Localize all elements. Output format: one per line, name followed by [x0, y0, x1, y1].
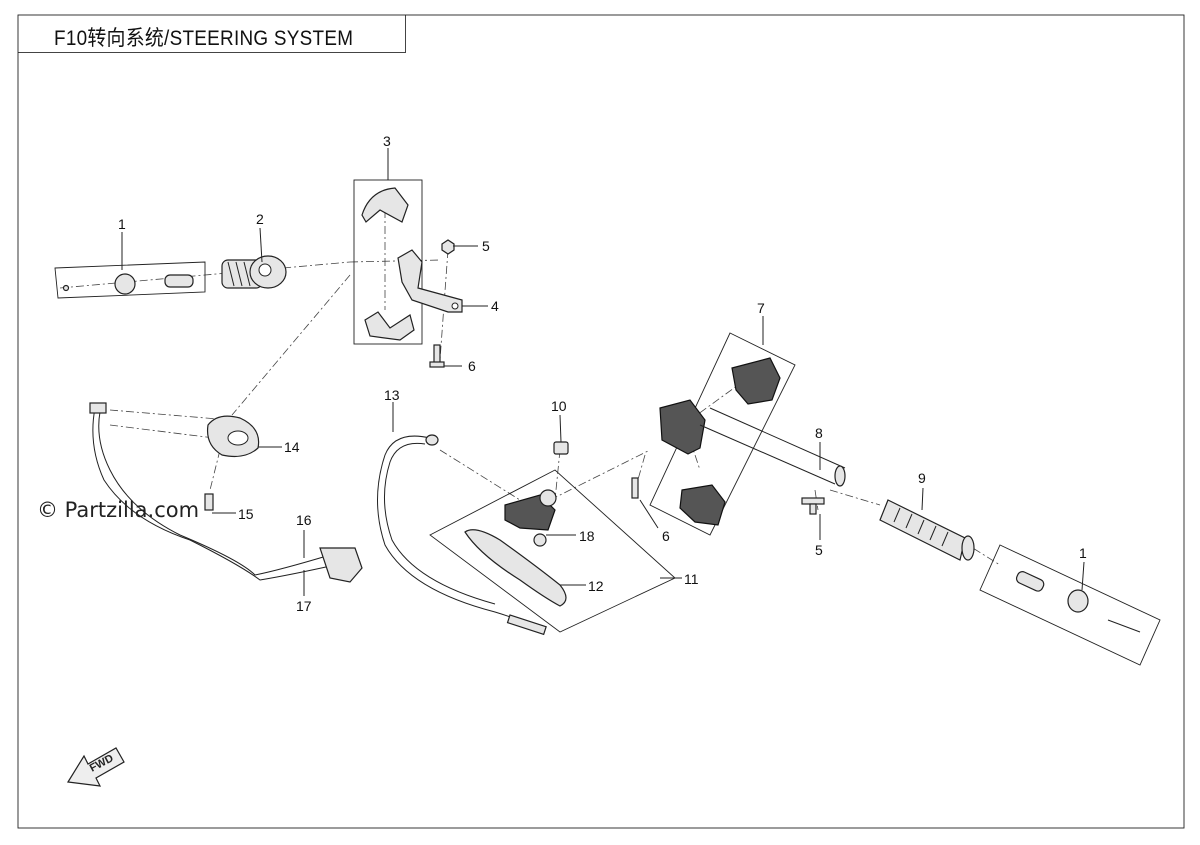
- part-6-bolt: [429, 344, 445, 368]
- part-1-right: [979, 544, 1161, 666]
- leader-lines: [121, 148, 1085, 596]
- callout-17: 17: [296, 598, 312, 614]
- throttle-cable: [89, 402, 363, 583]
- part-10: [553, 441, 569, 455]
- title-box: [18, 15, 406, 53]
- part-2: [221, 255, 287, 289]
- part-3: [353, 179, 423, 345]
- callout-8: 8: [815, 425, 823, 441]
- part-1-left: [54, 261, 206, 299]
- fwd-arrow: FWD: [67, 747, 125, 787]
- callout-labels: 1 2 3 4 5 6 7 8 9 5 1 10 13 14 15 16 17 …: [118, 133, 1087, 614]
- part-4: [397, 249, 463, 313]
- part-5-right-bolt: [801, 497, 825, 515]
- callout-1-left: 1: [118, 216, 126, 232]
- diagram-border: [17, 14, 1185, 829]
- callout-15: 15: [238, 506, 254, 522]
- part-13-clutch-cable: [377, 434, 547, 636]
- callout-9: 9: [918, 470, 926, 486]
- callout-16: 16: [296, 512, 312, 528]
- page-title: F10转向系统/STEERING SYSTEM: [54, 27, 354, 50]
- callout-14: 14: [284, 439, 300, 455]
- part-6-right-bolt: [631, 477, 639, 499]
- callout-5-top: 5: [482, 238, 490, 254]
- part-5-nut: [441, 239, 455, 255]
- callout-5-right: 5: [815, 542, 823, 558]
- callout-12: 12: [588, 578, 604, 594]
- callout-11: 11: [684, 571, 699, 587]
- callout-18: 18: [579, 528, 595, 544]
- callout-13: 13: [384, 387, 400, 403]
- watermark: © Partzilla.com: [37, 498, 200, 522]
- callout-1-right: 1: [1079, 545, 1087, 561]
- callout-4: 4: [491, 298, 499, 314]
- callout-10: 10: [551, 398, 567, 414]
- part-8-handlebar: [699, 407, 846, 487]
- callout-3: 3: [383, 133, 391, 149]
- callout-6-top: 6: [468, 358, 476, 374]
- part-15-bolt: [204, 493, 214, 511]
- callout-6-right: 6: [662, 528, 670, 544]
- callout-7: 7: [757, 300, 765, 316]
- part-9-grip: [879, 499, 975, 561]
- callout-2: 2: [256, 211, 264, 227]
- part-7-frame: [649, 332, 796, 536]
- part-14: [206, 415, 260, 458]
